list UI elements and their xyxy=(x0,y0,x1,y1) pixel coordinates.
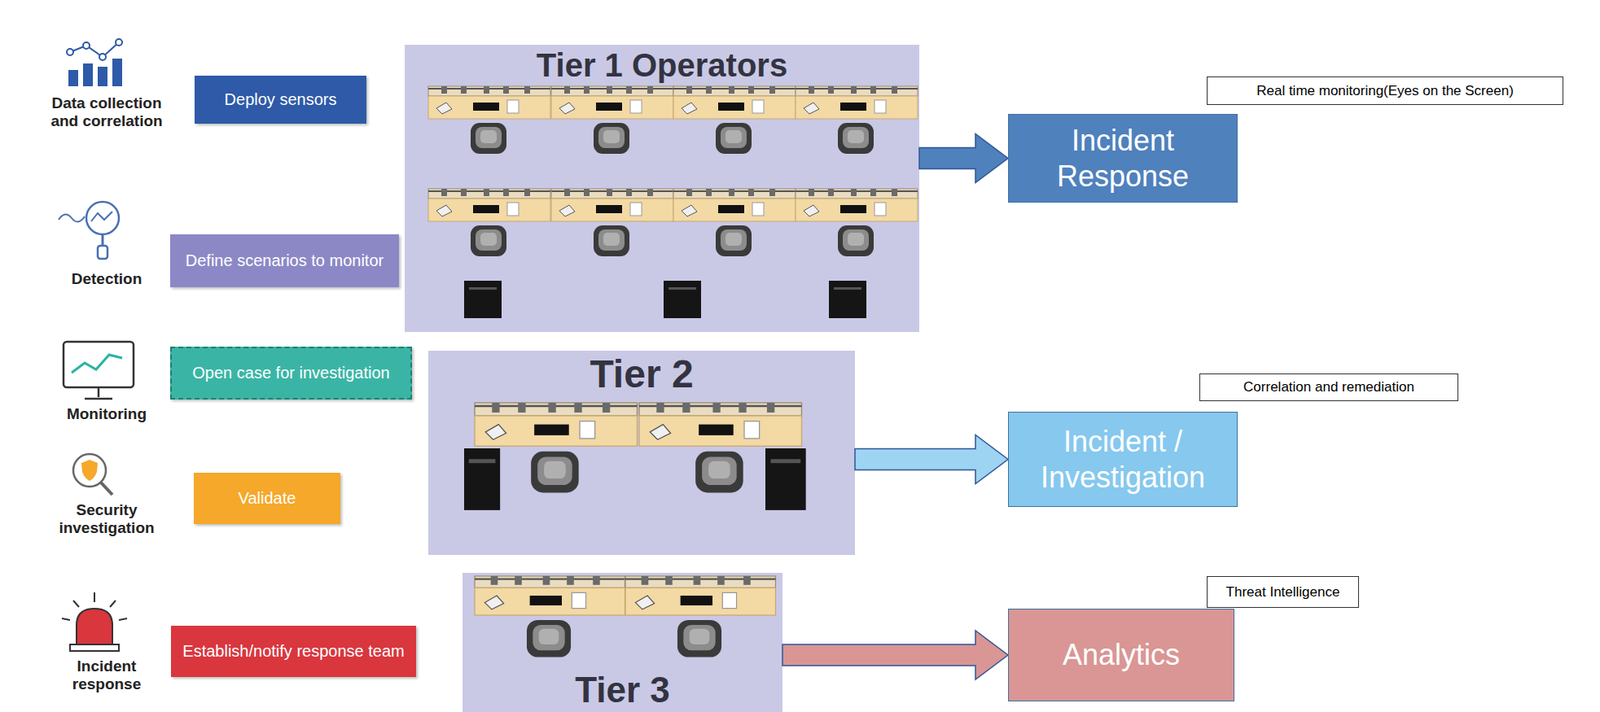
note-box: Real time monitoring(Eyes on the Screen) xyxy=(1206,76,1564,106)
illustration-part xyxy=(663,280,702,319)
box-text: Incident / Investigation xyxy=(1020,424,1226,495)
illustration-part xyxy=(118,618,128,621)
illustration-part xyxy=(428,86,551,154)
illustration-part xyxy=(625,576,776,658)
illustration-part xyxy=(765,448,807,511)
illustration-part xyxy=(112,58,123,87)
block-arrow xyxy=(782,631,1009,680)
illustration-part xyxy=(99,53,106,61)
stage-label: Incident response xyxy=(41,657,172,694)
illustration-part xyxy=(61,592,128,621)
step-box: Deploy sensors xyxy=(194,75,367,124)
block-arrow xyxy=(919,134,1009,184)
illustration-part xyxy=(76,609,113,645)
illustration-part xyxy=(61,618,71,621)
tier-title: Tier 3 xyxy=(574,671,671,710)
illustration-part xyxy=(109,600,116,608)
tier-panel: Tier 3 xyxy=(462,573,783,712)
illustration-part xyxy=(83,42,90,49)
detection-icon xyxy=(58,201,119,259)
data-collection-icon xyxy=(66,39,123,87)
note-box: Correlation and remediation xyxy=(1199,373,1459,402)
illustration-part xyxy=(97,387,101,398)
security-icon xyxy=(73,454,113,496)
illustration-part xyxy=(73,600,79,608)
panel-ground xyxy=(428,350,855,556)
illustration-part xyxy=(70,42,119,57)
box-text: Incident Response xyxy=(1020,122,1226,193)
illustration-part xyxy=(84,398,113,401)
illustration-part xyxy=(83,63,93,87)
function-box: Analytics xyxy=(1008,609,1235,702)
workstations xyxy=(464,403,807,511)
illustration-part xyxy=(551,86,674,154)
illustration-part xyxy=(795,86,918,154)
illustration-part xyxy=(464,280,502,319)
illustration-part xyxy=(81,460,98,482)
illustration-part xyxy=(795,188,918,257)
box-text: Validate xyxy=(238,489,297,509)
workstations xyxy=(428,86,918,319)
box-text: Analytics xyxy=(1062,637,1180,673)
step-box: Validate xyxy=(193,473,341,525)
illustration-part xyxy=(86,201,119,235)
box-text: Establish/notify response team xyxy=(182,642,404,662)
box-text: Deploy sensors xyxy=(224,90,338,110)
panel-ground xyxy=(462,573,783,712)
illustration-part xyxy=(70,644,119,652)
illustration-part xyxy=(68,58,123,87)
stage-label: Monitoring xyxy=(41,405,172,424)
box-text: Open case for investigation xyxy=(192,363,390,383)
function-box: Incident / Investigation xyxy=(1008,412,1238,508)
box-text: Threat Intelligence xyxy=(1226,584,1341,601)
step-box: Establish/notify response team xyxy=(170,626,417,678)
stage-label: Detection xyxy=(41,270,172,289)
illustration-part xyxy=(71,355,123,373)
tier-title: Tier 1 Operators xyxy=(536,48,788,83)
illustration-part xyxy=(673,188,796,257)
tier-panel: Tier 2 xyxy=(428,350,855,556)
illustration-part xyxy=(63,341,134,388)
step-box: Open case for investigation xyxy=(170,346,413,400)
illustration-part xyxy=(91,211,113,222)
illustration-part xyxy=(73,454,106,487)
illustration-part xyxy=(100,482,113,496)
tier-title: Tier 2 xyxy=(589,354,693,395)
illustration-part xyxy=(673,86,796,154)
illustration-part xyxy=(97,66,108,87)
function-box: Incident Response xyxy=(1008,113,1238,203)
box-text: Define scenarios to monitor xyxy=(185,251,384,271)
illustration-part xyxy=(551,188,674,257)
block-arrow xyxy=(854,435,1009,485)
illustration-part xyxy=(474,576,626,658)
panel-ground xyxy=(404,44,920,333)
illustration-part xyxy=(828,280,867,319)
illustration-part xyxy=(66,48,74,56)
stage-label: Security investigation xyxy=(41,501,172,538)
illustration-part xyxy=(66,39,123,61)
illustration-part xyxy=(58,214,85,222)
step-box: Define scenarios to monitor xyxy=(170,234,399,288)
illustration-part xyxy=(115,39,123,46)
illustration-part xyxy=(428,188,551,257)
stage-label: Data collection and correlation xyxy=(41,94,172,131)
illustration-part xyxy=(93,592,96,603)
illustration-part xyxy=(464,448,500,511)
illustration-part xyxy=(101,234,105,246)
box-text: Correlation and remediation xyxy=(1243,379,1415,396)
monitoring-icon xyxy=(63,341,134,399)
illustration-part xyxy=(97,245,108,259)
note-box: Threat Intelligence xyxy=(1206,576,1359,609)
workstations xyxy=(474,576,776,658)
illustration-part xyxy=(68,70,79,87)
box-text: Real time monitoring(Eyes on the Screen) xyxy=(1256,83,1514,100)
tier-panel: Tier 1 Operators xyxy=(404,44,920,333)
incident-siren-icon xyxy=(61,592,128,652)
